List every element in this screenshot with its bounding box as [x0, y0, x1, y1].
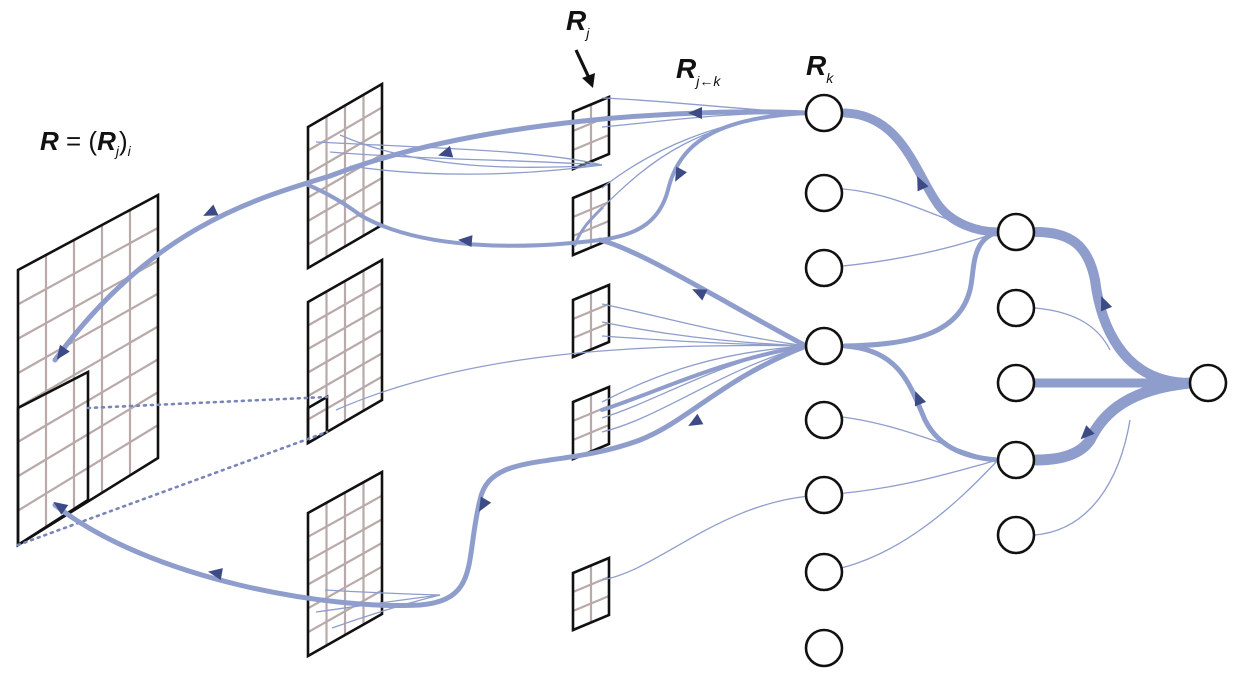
label-r-total-inner-sub: j: [114, 143, 120, 159]
arrow-icon: [914, 391, 927, 407]
arrow-icon: [675, 166, 687, 182]
label-r-total-inner: R: [97, 126, 116, 156]
channel-patch: [571, 95, 611, 171]
neuron-circle-icon: [996, 515, 1036, 555]
label-r-jk-symbol: R: [676, 53, 697, 84]
correspondence-dotted-line-2: [16, 430, 329, 547]
label-r-j-symbol: R: [566, 5, 587, 36]
channel-patch: [571, 283, 611, 359]
neuron-circle-icon: [996, 440, 1036, 480]
arrow-icon: [692, 289, 708, 301]
label-r-jk-sub: j←k: [694, 73, 721, 89]
label-r-total: R = (Rj)i: [40, 126, 132, 159]
channel-patch: [571, 385, 611, 461]
patch-frame: [571, 283, 611, 359]
label-r-j-pointer-arrow-icon: [574, 49, 592, 81]
neuron-circle-icon: [804, 400, 844, 440]
label-r-k-symbol: R: [806, 50, 827, 81]
arrow-icon: [917, 176, 929, 192]
arrow-icon: [203, 204, 219, 216]
label-r-total-sub: i: [128, 143, 132, 159]
correspondence-dotted-line-1: [86, 395, 329, 410]
neuron-circle-icon: [996, 212, 1036, 252]
feature-map-bottom: [306, 469, 384, 659]
arrow-icon: [688, 107, 702, 119]
grid-line: [17, 292, 159, 375]
neuron-circle-icon: [1188, 363, 1228, 403]
svg-text:R = (Rj)i: R = (Rj)i: [40, 126, 132, 159]
label-r-total-eq: = (: [59, 126, 98, 156]
channel-patch: [571, 556, 611, 632]
thin-relevance-lines: [315, 97, 1131, 629]
label-r-total-close: ): [119, 126, 128, 156]
neuron-circle-icon: [804, 93, 844, 133]
label-r-j: Rj: [566, 5, 595, 88]
arrow-icon: [1100, 296, 1113, 312]
arrow-icon: [438, 145, 454, 158]
arrow-icon: [458, 235, 473, 248]
svg-text:Rj←k: Rj←k: [676, 53, 721, 89]
heatmap-grid-lines: [17, 210, 159, 528]
grid-line: [17, 325, 159, 409]
output-neuron: [1188, 363, 1228, 403]
neuron-circle-icon: [996, 288, 1036, 328]
label-r-k-sub: k: [826, 70, 834, 86]
arrow-icon: [688, 413, 704, 426]
arrow-icon: [1080, 425, 1095, 440]
label-r-total-symbol: R: [40, 126, 59, 156]
grid-line: [17, 226, 159, 306]
feature-map-top: [306, 81, 384, 271]
neuron-circle-icon: [804, 326, 844, 366]
arrow-icon: [208, 568, 223, 580]
neuron-circle-icon: [804, 552, 844, 592]
neuron-circle-icon: [804, 628, 844, 668]
label-r-k: Rk: [806, 50, 834, 86]
heatmap-highlight-region: [16, 369, 90, 548]
neuron-column-hidden: [996, 212, 1036, 555]
arrow-icon: [56, 344, 70, 360]
patch-frame: [571, 385, 611, 461]
neuron-circle-icon: [804, 248, 844, 288]
neuron-circle-icon: [804, 173, 844, 213]
flow-arrowheads: [53, 107, 1113, 580]
main-relevance-flow: [52, 108, 1196, 608]
neuron-column-k: [804, 93, 844, 668]
channel-patch-column: [571, 95, 611, 632]
patch-frame: [571, 95, 611, 171]
neuron-circle-icon: [804, 475, 844, 515]
svg-text:Rk: Rk: [806, 50, 834, 86]
neuron-circle-icon: [996, 363, 1036, 403]
arrow-icon: [53, 501, 69, 515]
patch-frame: [571, 556, 611, 632]
feature-map-middle: [306, 257, 384, 446]
label-r-j-sub: j: [584, 25, 590, 41]
label-r-j-pointer-head: [582, 73, 595, 88]
label-r-jk: Rj←k: [676, 53, 721, 89]
arrow-icon: [479, 496, 492, 512]
svg-text:Rj: Rj: [566, 5, 590, 41]
input-heatmap: [16, 192, 160, 548]
